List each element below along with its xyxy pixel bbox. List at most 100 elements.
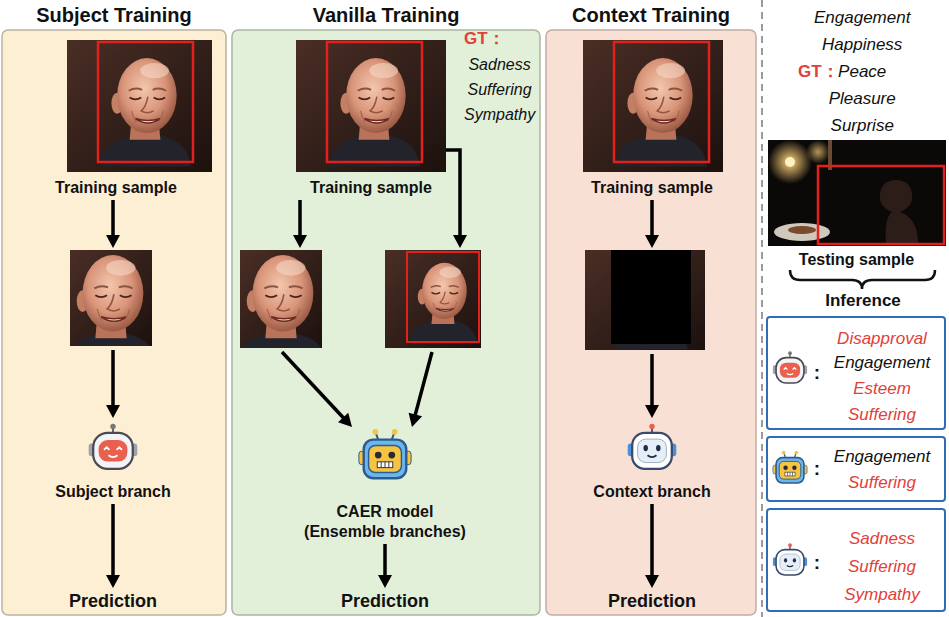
separator-colon: : xyxy=(810,458,824,480)
separator-colon: : xyxy=(810,362,824,384)
masked-context-photo-part xyxy=(611,250,691,344)
testing-photo-part xyxy=(768,140,812,184)
context-robot-icon xyxy=(773,543,807,575)
model-node: CAER model (Ensemble branches) xyxy=(300,428,470,542)
inference-box: :EngagementSuffering xyxy=(766,436,946,502)
cropped-face-photo xyxy=(234,250,328,366)
flow-arrow xyxy=(106,200,120,418)
label-holder: GT： xyxy=(798,58,839,85)
colon-column: : xyxy=(810,438,824,480)
prediction-label: Prediction xyxy=(580,590,724,612)
label-holder: Inference xyxy=(824,290,902,312)
emotion-label: Sympathy xyxy=(822,584,942,606)
flow-arrow xyxy=(106,504,120,588)
training-photo-part xyxy=(327,42,422,162)
emotion-label: Suffering xyxy=(822,404,942,426)
training-photo-part xyxy=(296,40,446,172)
training-photo-part xyxy=(583,40,723,172)
arrow-line xyxy=(111,504,115,577)
arrow-line xyxy=(650,354,654,407)
panel-ground xyxy=(546,30,756,615)
emotion-column: DisapprovalEngagementEsteemSuffering xyxy=(822,318,942,426)
testing-photo-part xyxy=(880,180,918,244)
prediction-label: Prediction xyxy=(40,590,186,612)
masked-context-photo-part xyxy=(585,250,705,350)
ground-truth-tag: GT： xyxy=(464,28,505,50)
emotion-column: SadnessSufferingSympathy xyxy=(822,510,942,606)
sample-node: Testing sample xyxy=(766,138,947,270)
emotion-label: Sadness xyxy=(822,528,942,550)
flow-arrow xyxy=(645,200,659,418)
arrow-line xyxy=(650,504,654,577)
branch-node: Context branch xyxy=(580,420,724,502)
emotion-label: Disapproval xyxy=(822,328,942,350)
node-caption: Training sample xyxy=(296,178,446,198)
cropped-face-photo-part xyxy=(64,255,158,366)
node-caption: Testing sample xyxy=(766,250,947,270)
emotion-column: EngagementSuffering xyxy=(822,438,942,494)
training-photo-part xyxy=(98,42,193,162)
cropped-face-photo-part xyxy=(234,255,328,366)
caer-robot-icon xyxy=(359,429,411,478)
training-panel: Subject TrainingTraining sampleSubject b… xyxy=(0,0,228,617)
label-holder: GT： xyxy=(464,28,505,50)
panel-ground xyxy=(232,30,540,615)
panel-ground xyxy=(2,30,226,615)
inference-brace xyxy=(790,270,935,289)
emotion-label: Esteem xyxy=(822,378,942,400)
prediction-node: Prediction xyxy=(40,590,186,612)
subject-robot-icon xyxy=(89,424,138,469)
training-photo-part xyxy=(67,40,212,172)
flow-arrow xyxy=(645,504,659,588)
arrow-line xyxy=(415,352,432,416)
separator-colon: : xyxy=(810,552,824,574)
ground-truth-tag: GT： xyxy=(798,58,839,85)
training-photo xyxy=(296,40,446,172)
testing-photo-part xyxy=(768,140,946,246)
panel-title: Context Training xyxy=(544,3,758,27)
emotion-label: Engagement xyxy=(822,446,942,468)
arrow-line xyxy=(111,200,115,237)
emotion-label: Engagement xyxy=(822,352,942,374)
training-photo-part xyxy=(328,58,420,166)
full-scene-photo-part xyxy=(385,250,481,348)
sample-node: Training sample xyxy=(20,38,212,198)
prediction-label: Prediction xyxy=(300,590,470,612)
node-caption: Training sample xyxy=(20,178,212,198)
sample-node: Training sample xyxy=(580,38,724,198)
branch-node: Subject branch xyxy=(40,420,186,502)
training-photo xyxy=(67,40,212,172)
training-photo-part xyxy=(99,58,191,166)
node-caption: CAER model (Ensemble branches) xyxy=(300,502,470,542)
training-photo-part xyxy=(614,42,709,162)
training-panel: Context TrainingTraining sampleContext b… xyxy=(544,0,758,617)
flow-arrow xyxy=(282,200,352,427)
panel-title: Subject Training xyxy=(0,3,228,27)
training-photo xyxy=(583,40,723,172)
testing-photo-part xyxy=(774,223,830,241)
full-scene-photo xyxy=(385,250,481,348)
colon-column: : xyxy=(810,510,824,574)
testing-photo xyxy=(768,140,946,246)
cropped-face-photo xyxy=(64,250,158,366)
colon-column: : xyxy=(810,318,824,384)
testing-photo-part xyxy=(818,166,944,244)
arrow-line xyxy=(383,544,387,577)
testing-photo-part xyxy=(806,140,830,164)
subject-robot-icon xyxy=(773,351,807,383)
emotion-label: Suffering xyxy=(822,472,942,494)
panel-title: Vanilla Training xyxy=(230,3,542,27)
arrow-line xyxy=(446,150,460,237)
emotion-label: Suffering xyxy=(822,556,942,578)
label-holder: Sadness Suffering Sympathy xyxy=(464,52,535,127)
ground-truth-list: Sadness Suffering Sympathy xyxy=(464,52,535,127)
divider-line xyxy=(761,0,763,617)
testing-photo-part xyxy=(788,226,816,234)
full-scene-photo-part xyxy=(408,263,477,344)
arrow-line xyxy=(282,352,344,419)
prediction-node: Prediction xyxy=(300,590,470,612)
arrow-line xyxy=(111,350,115,407)
arrow-line xyxy=(650,200,654,237)
inference-box: :DisapprovalEngagementEsteemSuffering xyxy=(766,316,946,430)
